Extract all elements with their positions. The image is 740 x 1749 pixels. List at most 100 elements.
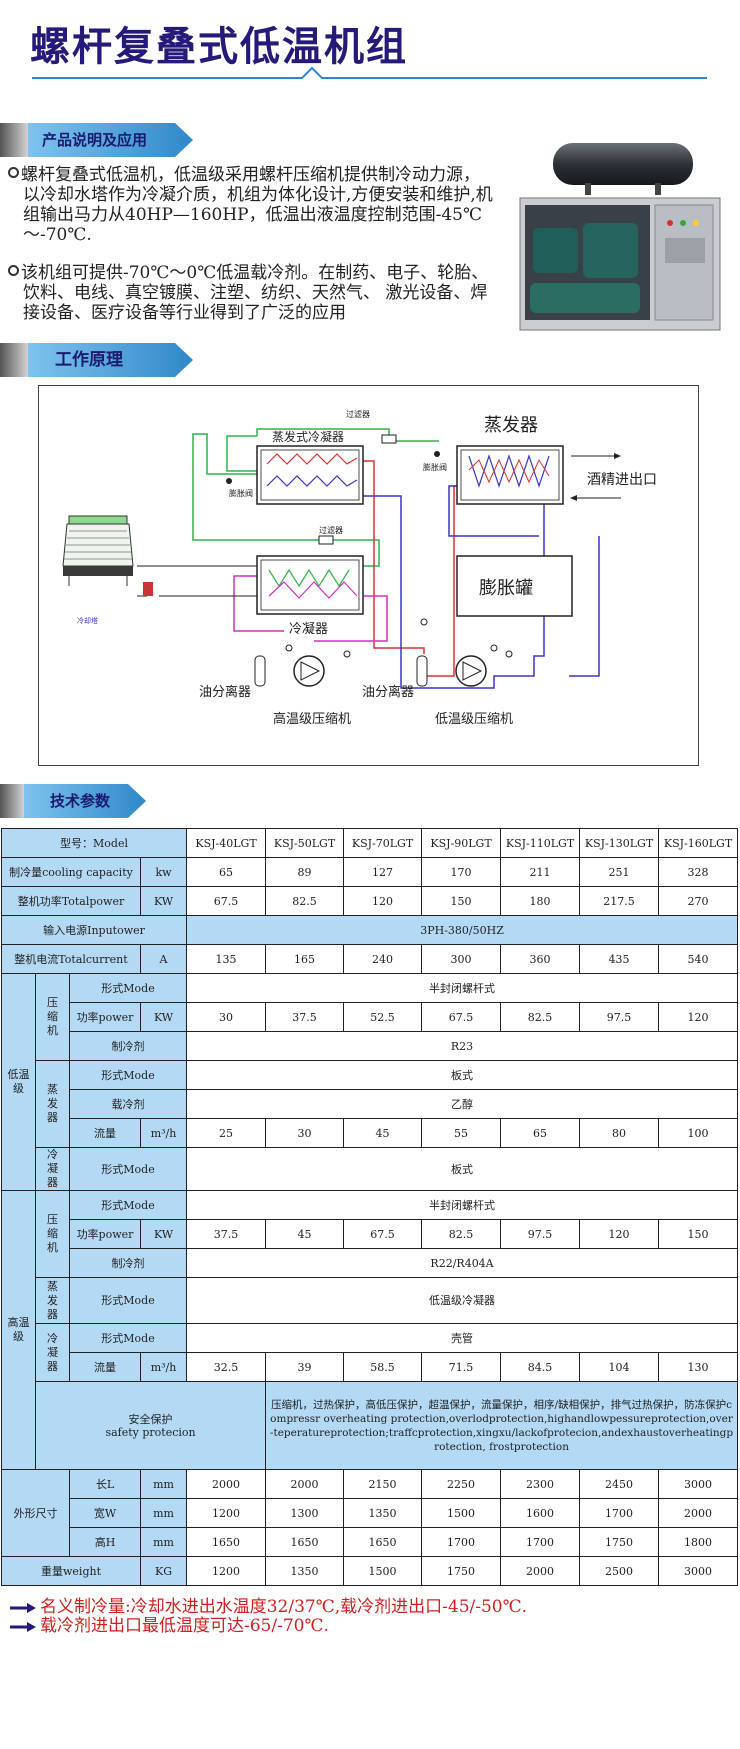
value-cell: R23 <box>186 1031 739 1061</box>
weight-value: 3000 <box>658 1556 739 1586</box>
bullet-icon <box>8 167 19 178</box>
weight-value: 1500 <box>343 1556 423 1586</box>
high-flow-value: 39 <box>265 1352 345 1382</box>
row-label-comp-power: 功率power <box>69 1219 141 1249</box>
note-1: 名义制冷量:冷却水进出水温度32/37℃,载冷剂进出口-45/-50℃. <box>10 1597 527 1617</box>
unit-cell: kw <box>139 857 188 887</box>
row-label-weight: 重量weight <box>1 1556 141 1586</box>
low-comp-power-value: 82.5 <box>500 1002 581 1032</box>
low-comp-power-value: 120 <box>658 1002 739 1032</box>
note-2: 载冷剂进出口最低温度可达-65/-70℃. <box>10 1616 329 1636</box>
value-cell: 壳管 <box>186 1323 739 1353</box>
group-low-compressor: 压缩机 <box>35 973 70 1061</box>
high-comp-power-value: 67.5 <box>343 1219 423 1249</box>
row-label-power: 整机功率Totalpower <box>1 886 141 916</box>
low-flow-value: 55 <box>421 1118 502 1148</box>
low-flow-value: 30 <box>265 1118 345 1148</box>
high-comp-power-value: 45 <box>265 1219 345 1249</box>
high-flow-value: 104 <box>579 1352 660 1382</box>
bullet-icon <box>8 265 19 276</box>
height-value: 1700 <box>421 1527 502 1557</box>
height-value: 1650 <box>186 1527 267 1557</box>
safety-label-cn: 安全保护 <box>128 1412 173 1426</box>
value-cell: 低温级冷凝器 <box>186 1277 739 1324</box>
weight-value: 2500 <box>579 1556 660 1586</box>
weight-value: 1200 <box>186 1556 267 1586</box>
working-principle-diagram: 过滤器 蒸发式冷凝器 蒸发器 膨胀阀 膨胀阀 酒精进出口 过滤器 冷却塔 冷凝器… <box>38 385 699 766</box>
safety-label-en: safety protecion <box>105 1425 196 1439</box>
section-title-principle: 工作原理 <box>55 350 123 370</box>
intro-paragraph-1: 螺杆复叠式低温机，低温级采用螺杆压缩机提供制冷动力源，以冷却水塔作为冷凝介质，机… <box>8 165 495 245</box>
height-value: 1650 <box>265 1527 345 1557</box>
current-value: 240 <box>343 944 423 974</box>
height-value: 1650 <box>343 1527 423 1557</box>
high-flow-value: 71.5 <box>421 1352 502 1382</box>
low-flow-value: 80 <box>579 1118 660 1148</box>
length-value: 2300 <box>500 1469 581 1499</box>
header-model-label: 型号：Model <box>0 828 188 858</box>
width-value: 2000 <box>658 1498 739 1528</box>
current-value: 360 <box>500 944 581 974</box>
label-exp-valve-left: 膨胀阀 <box>229 489 253 498</box>
row-label-height: 高H <box>69 1527 141 1557</box>
row-label-refrigerant: 制冷剂 <box>68 1031 188 1061</box>
power-value: 180 <box>500 886 581 916</box>
low-flow-value: 100 <box>658 1118 739 1148</box>
header-model: KSJ-110LGT <box>500 828 581 858</box>
group-high-evaporator: 蒸发器 <box>35 1277 70 1324</box>
weight-value: 2000 <box>500 1556 581 1586</box>
unit-cell: mm <box>139 1498 188 1528</box>
low-comp-power-value: 67.5 <box>421 1002 502 1032</box>
current-value: 165 <box>265 944 345 974</box>
value-cell: 半封闭螺杆式 <box>186 973 739 1003</box>
label-low-compressor: 低温级压缩机 <box>435 712 514 727</box>
width-value: 1300 <box>265 1498 345 1528</box>
capacity-value: 127 <box>343 857 423 887</box>
power-value: 270 <box>658 886 739 916</box>
height-value: 1700 <box>500 1527 581 1557</box>
high-flow-value: 130 <box>658 1352 739 1382</box>
capacity-value: 65 <box>186 857 267 887</box>
high-comp-power-value: 150 <box>658 1219 739 1249</box>
power-value: 120 <box>343 886 423 916</box>
row-label-mode: 形式Mode <box>68 1190 188 1220</box>
header-model: KSJ-50LGT <box>265 828 345 858</box>
power-value: 82.5 <box>265 886 345 916</box>
row-label-input: 输入电源Inputower <box>0 915 188 945</box>
capacity-value: 170 <box>421 857 502 887</box>
arrow-icon <box>10 1602 36 1613</box>
cooling-tower-icon <box>62 515 134 586</box>
width-value: 1350 <box>343 1498 423 1528</box>
header-model: KSJ-90LGT <box>421 828 502 858</box>
label-oil-separator-right: 油分离器 <box>362 685 415 700</box>
value-cell: 乙醇 <box>186 1089 739 1119</box>
capacity-value: 211 <box>500 857 581 887</box>
low-comp-power-value: 52.5 <box>343 1002 423 1032</box>
low-comp-power-value: 37.5 <box>265 1002 345 1032</box>
weight-value: 1350 <box>265 1556 345 1586</box>
label-evap-condenser: 蒸发式冷凝器 <box>272 430 345 444</box>
row-label-carrier: 载冷剂 <box>68 1089 188 1119</box>
group-low-condenser: 冷凝器 <box>35 1147 70 1191</box>
height-value: 1800 <box>658 1527 739 1557</box>
label-filter-top: 过滤器 <box>346 410 370 419</box>
high-flow-value: 58.5 <box>343 1352 423 1382</box>
current-value: 135 <box>186 944 267 974</box>
row-label-current: 整机电流Totalcurrent <box>1 944 141 974</box>
unit-cell: A <box>139 944 188 974</box>
length-value: 2000 <box>265 1469 345 1499</box>
low-comp-power-value: 30 <box>186 1002 267 1032</box>
